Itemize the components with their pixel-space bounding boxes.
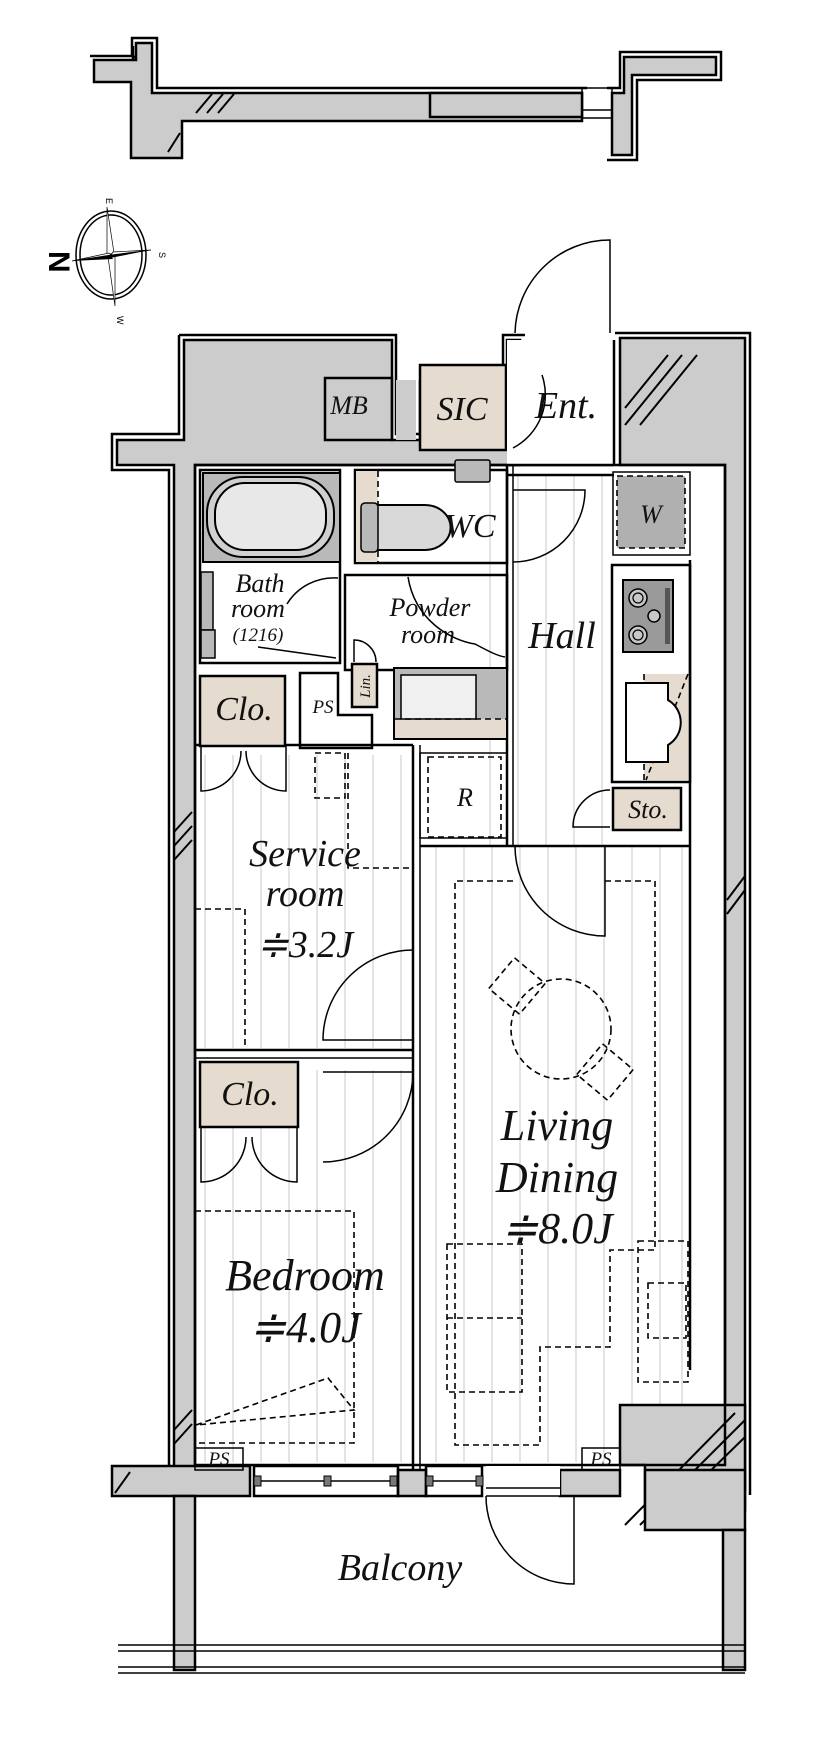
label-bedroom-area: ≑4.0J [249,1303,363,1352]
powder-door-swing[interactable] [407,576,506,658]
label-closet-lower: Clo. [221,1076,279,1113]
storage[interactable]: Sto. [572,786,683,832]
label-ps-left: PS [207,1449,230,1470]
pipe-space-lower-left: PS [194,1447,244,1471]
entrance[interactable]: Ent. [507,239,616,477]
label-ps-upper: PS [311,697,334,718]
service-room-door[interactable] [322,949,414,1041]
powder-room[interactable]: Powder room [343,573,509,740]
label-bathroom-size: (1216) [233,625,284,646]
label-closet-upper: Clo. [215,691,273,728]
label-washer: W [640,500,664,529]
label-ps-right: PS [589,1449,612,1470]
label-service-line1: Service [249,833,361,875]
closet-lower[interactable]: Clo. [198,1060,300,1183]
label-wc: WC [445,508,496,545]
label-balcony: Balcony [338,1547,463,1589]
label-living-area: ≑8.0J [501,1204,615,1253]
label-entrance: Ent. [534,385,597,427]
balcony-door[interactable] [485,1495,575,1585]
label-bathroom-line2: room [231,594,285,623]
pipe-space-lower-right: PS [581,1447,621,1471]
compass: E S W N [42,198,167,325]
living-door[interactable] [514,845,606,937]
label-bedroom: Bedroom [225,1251,385,1300]
floor-boards [204,476,683,1462]
front-door[interactable] [514,239,611,334]
rug-outline [454,880,656,1446]
bedroom-door[interactable] [322,1071,414,1163]
bedroom[interactable]: Bedroom ≑4.0J [195,1071,414,1444]
wc-door[interactable] [512,489,586,563]
pipe-space-upper: PS [298,671,374,750]
service-room[interactable]: Service room ≑3.2J [195,752,414,1050]
washing-machine-space[interactable]: W [616,475,686,549]
compass-label-south: S [157,252,167,258]
meter-box: MB [323,376,394,442]
bathroom[interactable]: Bath room (1216) [198,468,342,665]
dining-table [510,978,612,1080]
label-linen: Lin. [358,674,374,699]
bathroom-door[interactable] [286,577,339,605]
bed-outline [195,1210,355,1444]
tv-stand-outline [637,1240,689,1383]
label-bathroom-line1: Bath [235,569,284,598]
label-refrigerator: R [456,783,473,812]
kitchen-counter[interactable] [622,579,689,781]
label-living-line1: Living [500,1101,613,1150]
windows [252,1464,575,1585]
balcony[interactable]: Balcony [118,1547,745,1674]
kitchen-sink-icon [625,682,682,763]
sic-door-swing[interactable] [512,374,547,449]
closet-upper[interactable]: Clo. [198,674,287,792]
compass-inner-ring [79,214,143,296]
label-mb: MB [329,391,368,420]
compass-label-north: N [42,251,75,273]
label-service-line2: room [266,873,345,915]
compass-label-west: W [115,316,125,325]
label-hall: Hall [527,615,596,657]
label-living-line2: Dining [495,1153,618,1202]
corridor-wall [90,36,723,162]
label-sic: SIC [437,391,488,428]
label-storage: Sto. [628,795,668,824]
wc-tank-icon [454,459,491,483]
label-powder-line2: room [401,620,455,649]
toilet-icon [375,504,452,551]
compass-outer-ring [75,210,147,300]
label-powder-line1: Powder [389,593,472,622]
sink-icon [400,674,477,720]
compass-label-east: E [104,198,114,204]
living-dining[interactable]: Living Dining ≑8.0J [446,845,689,1446]
shoes-in-closet[interactable]: SIC [418,363,508,452]
linen-closet[interactable]: Lin. [350,639,379,709]
refrigerator-space: R [427,756,502,838]
label-service-area: ≑3.2J [257,924,355,966]
toilet-room[interactable]: WC [353,459,586,565]
